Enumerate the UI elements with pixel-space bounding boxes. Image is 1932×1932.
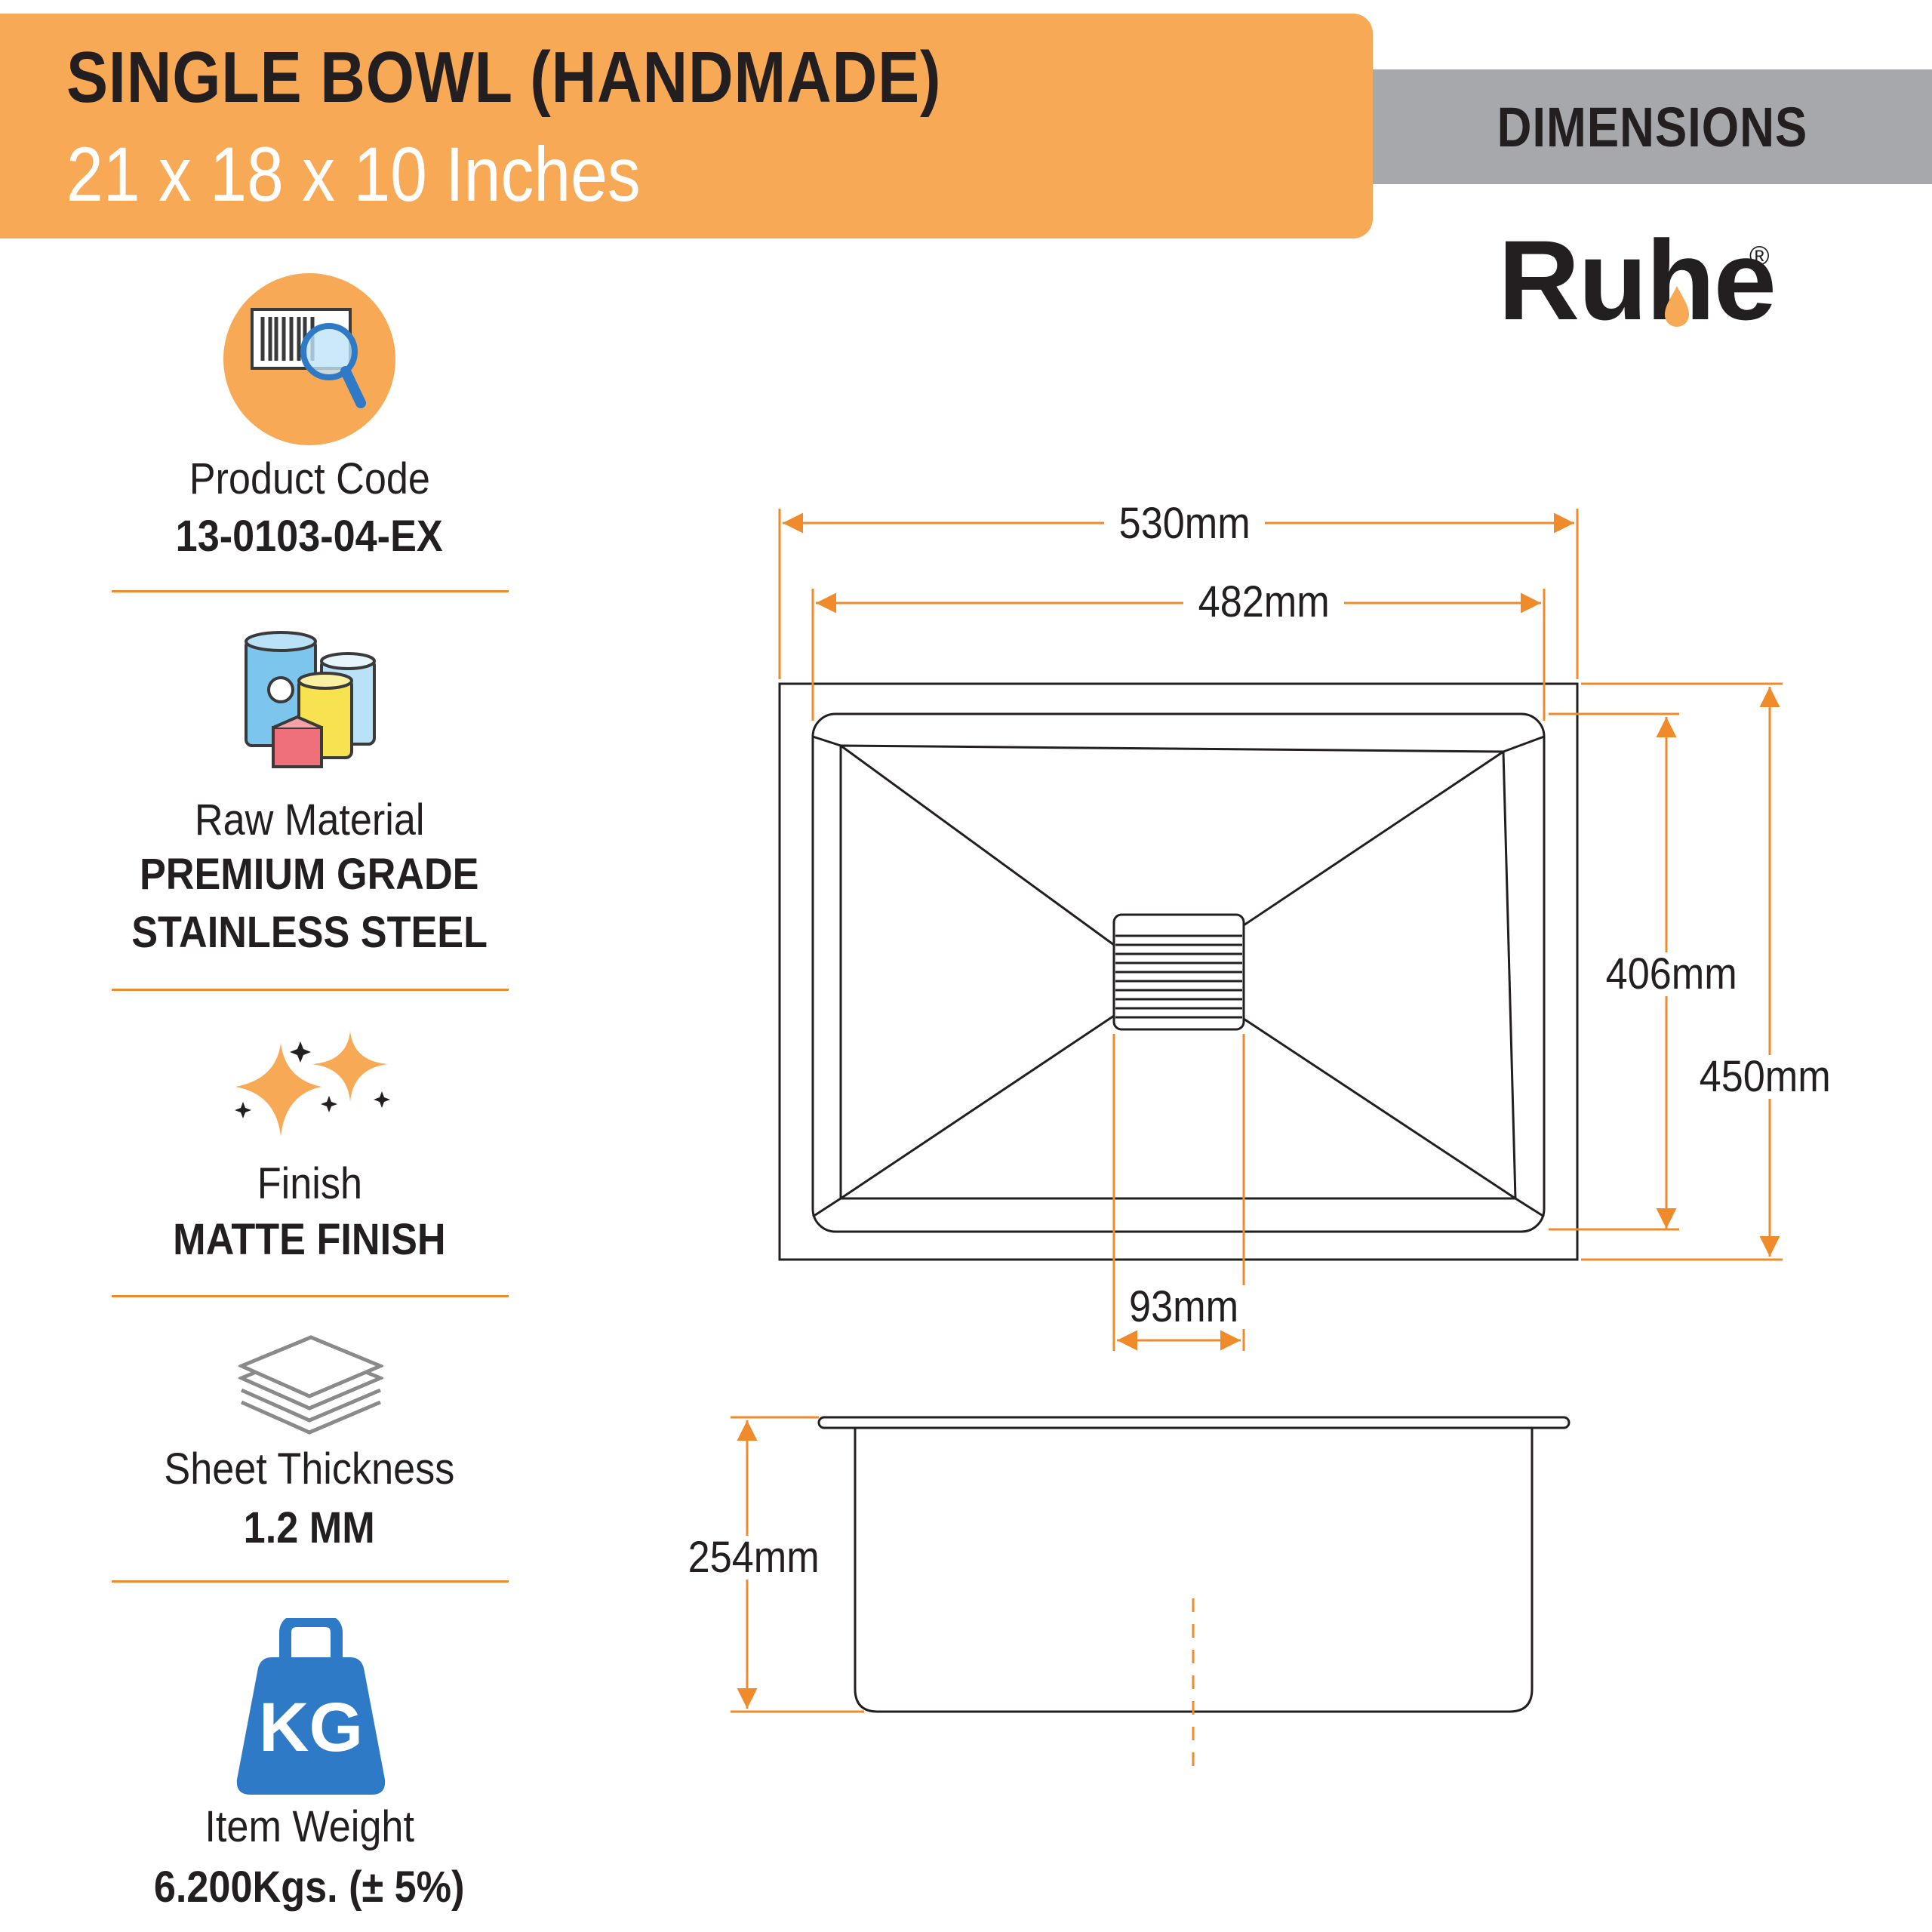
section-label-text: DIMENSIONS [1497, 95, 1808, 158]
item-weight-value: 6.200Kgs. (± 5%) [154, 1863, 465, 1912]
page-subtitle: 21 x 18 x 10 Inches [66, 131, 641, 217]
product-code-value: 13-0103-04-EX [175, 512, 444, 561]
title-banner [0, 14, 1373, 238]
divider [112, 1295, 509, 1297]
water-drop-icon [1665, 286, 1689, 327]
stacked-sheets-icon [238, 1335, 383, 1435]
brand-logo: Ruhe [1498, 217, 1777, 343]
finish-label: Finish [257, 1159, 362, 1208]
raw-material-containers-icon [245, 631, 376, 768]
barcode-magnifier-icon [223, 273, 395, 445]
dimension-label-254: 254mm [673, 1536, 835, 1580]
sink-top-view [778, 682, 1579, 1261]
product-code-label: Product Code [189, 454, 430, 503]
divider [112, 989, 509, 991]
divider [112, 590, 509, 592]
kg-weight-icon: KG [236, 1618, 386, 1795]
sheet-thickness-label: Sheet Thickness [164, 1444, 455, 1494]
registered-mark: ® [1749, 240, 1770, 271]
item-weight-label: Item Weight [205, 1802, 414, 1851]
sheet-thickness-value: 1.2 MM [243, 1503, 376, 1552]
section-label: DIMENSIONS [1373, 69, 1932, 184]
sink-side-view [817, 1416, 1571, 1713]
drain-grate [1112, 913, 1245, 1031]
section-banner [1373, 69, 1932, 184]
dimension-label-93: 93mm [1115, 1285, 1253, 1329]
finish-value: MATTE FINISH [173, 1215, 446, 1264]
dimension-label-530: 530mm [1104, 502, 1266, 546]
dimension-label-450: 450mm [1684, 1055, 1846, 1099]
divider [112, 1580, 509, 1583]
kg-icon-text: KG [259, 1689, 363, 1766]
dimension-label-482: 482mm [1183, 580, 1345, 624]
dimension-label-406: 406mm [1591, 952, 1752, 996]
page-title: SINGLE BOWL (HANDMADE) [66, 37, 942, 118]
sparkles-icon [235, 1031, 390, 1137]
raw-material-label: Raw Material [194, 795, 425, 844]
